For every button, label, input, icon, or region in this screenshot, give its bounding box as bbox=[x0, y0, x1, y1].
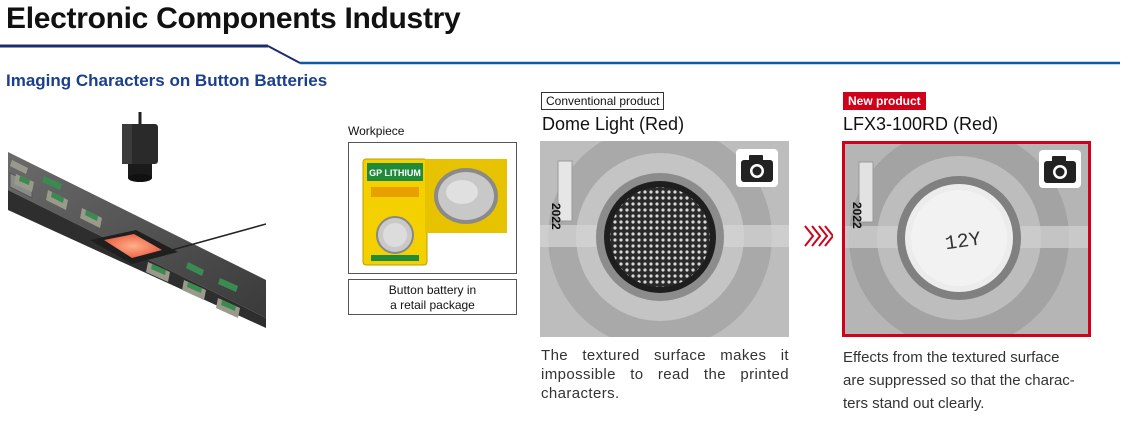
new-product-name: LFX3-100RD (Red) bbox=[843, 114, 999, 134]
description-line: ters stand out clearly. bbox=[843, 395, 985, 412]
title-divider bbox=[0, 44, 1120, 65]
printed-characters: 12Y bbox=[944, 228, 983, 256]
year-mark: 2022 bbox=[850, 202, 864, 229]
section-title: Imaging Characters on Button Batteries bbox=[6, 71, 328, 90]
workpiece-label: Workpiece bbox=[348, 124, 405, 138]
conventional-product-badge: Conventional product bbox=[541, 92, 665, 110]
description-line: Effects from the textured surface bbox=[843, 349, 1060, 366]
workpiece-image: GP LITHIUM bbox=[348, 142, 517, 274]
conventional-product-name: Dome Light (Red) bbox=[542, 114, 685, 134]
year-mark: 2022 bbox=[549, 203, 563, 230]
conventional-description: The textured surface makes it impossible… bbox=[541, 347, 789, 402]
retail-package-image: GP LITHIUM bbox=[362, 158, 428, 266]
chevron-right-icon bbox=[804, 225, 833, 247]
coin-closeup-image bbox=[425, 159, 507, 233]
caption-line: a retail package bbox=[390, 298, 475, 312]
page-title: Electronic Components Industry bbox=[6, 2, 461, 35]
new-product-badge: New product bbox=[843, 92, 926, 110]
package-brand: GP LITHIUM bbox=[369, 168, 421, 178]
inspection-scene-illustration bbox=[8, 112, 266, 328]
workpiece-caption: Button battery in a retail package bbox=[348, 279, 517, 315]
caption-line: Button battery in bbox=[388, 283, 477, 297]
new-product-description: Effects from the textured surface are su… bbox=[843, 346, 1093, 415]
conventional-result-photo: 2022 bbox=[540, 141, 789, 337]
new-product-result-photo: 12Y 2022 bbox=[842, 141, 1091, 337]
camera-icon bbox=[736, 149, 778, 187]
description-line: are suppressed so that the charac- bbox=[843, 372, 1075, 389]
camera-icon bbox=[1039, 150, 1081, 188]
